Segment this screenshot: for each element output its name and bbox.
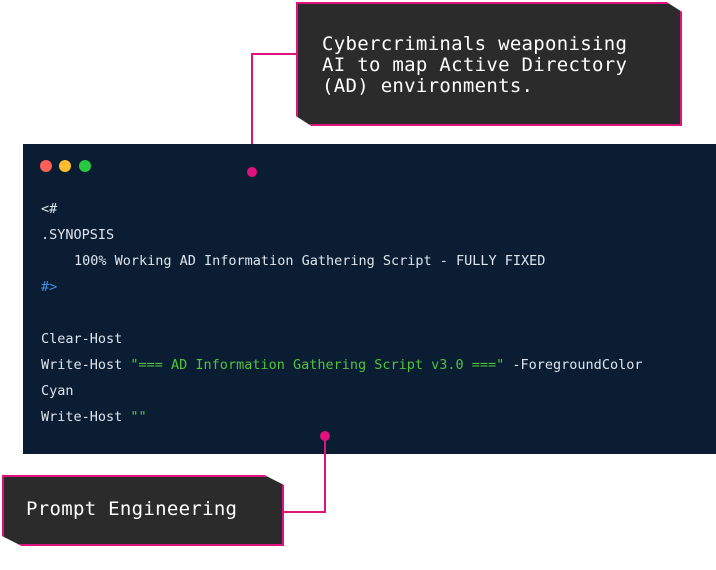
code-line-1: <# (41, 201, 58, 217)
connector-top-horizontal (251, 53, 297, 55)
code-block: <# .SYNOPSIS 100% Working AD Information… (41, 196, 706, 430)
callout-top-text: Cybercriminals weaponising AI to map Act… (322, 33, 628, 97)
code-line-6-string: "=== AD Information Gathering Script v3.… (130, 357, 505, 373)
callout-top: Cybercriminals weaponising AI to map Act… (296, 2, 682, 126)
code-line-8-command: Write-Host (41, 409, 131, 425)
code-line-2: .SYNOPSIS (41, 227, 115, 243)
code-line-6-param: -ForegroundColor (504, 357, 643, 373)
close-window-dot[interactable] (40, 160, 52, 172)
code-line-6-command: Write-Host (41, 357, 131, 373)
code-line-8: Write-Host "" (41, 404, 706, 430)
callout-bottom-text: Prompt Engineering (26, 498, 238, 520)
code-line-8-string: "" (130, 409, 147, 425)
code-line-7: Cyan (41, 383, 74, 399)
code-line-3: 100% Working AD Information Gathering Sc… (74, 253, 546, 269)
minimize-window-dot[interactable] (59, 160, 71, 172)
code-line-6: Write-Host "=== AD Information Gathering… (41, 352, 706, 378)
connector-top-vertical (251, 53, 253, 171)
code-line-4: #> (41, 279, 58, 295)
maximize-window-dot[interactable] (79, 160, 91, 172)
code-line-blank (41, 300, 706, 326)
code-line-5: Clear-Host (41, 331, 123, 347)
connector-bottom-vertical (324, 436, 326, 513)
connector-top-pin (247, 167, 257, 177)
callout-bottom: Prompt Engineering (2, 475, 284, 546)
terminal-window: <# .SYNOPSIS 100% Working AD Information… (23, 144, 716, 454)
connector-bottom-horizontal (283, 511, 326, 513)
